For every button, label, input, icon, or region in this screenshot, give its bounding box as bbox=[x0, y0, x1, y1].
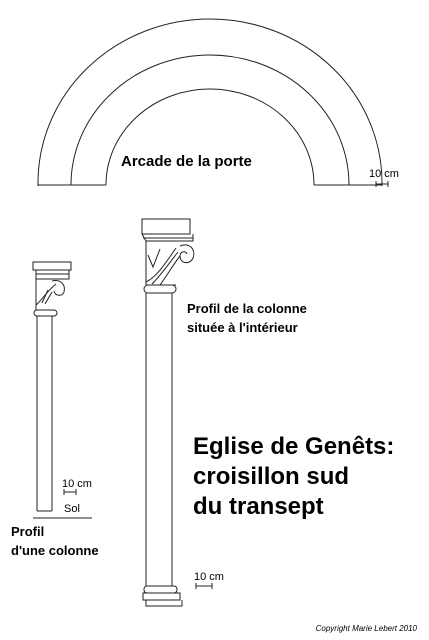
small-column-scale-label: 10 cm bbox=[62, 478, 92, 490]
interior-column-label-line2: située à l'intérieur bbox=[187, 320, 298, 335]
small-column-scale-bar bbox=[63, 489, 77, 495]
title-line-1: Eglise de Genêts: bbox=[193, 433, 395, 460]
floor-label: Sol bbox=[64, 503, 80, 515]
title-line-3: du transept bbox=[193, 493, 324, 520]
large-column-scale-bar bbox=[195, 583, 213, 589]
large-column-profile bbox=[141, 218, 195, 607]
title-line-2: croisillon sud bbox=[193, 463, 350, 490]
arcade-scale-label: 10 cm bbox=[369, 168, 399, 180]
small-column-label-line1: Profil bbox=[11, 524, 45, 539]
small-column-profile bbox=[32, 261, 92, 519]
small-column-label-line2: d'une colonne bbox=[11, 543, 99, 558]
arcade-scale-bar bbox=[375, 181, 389, 187]
interior-column-label-line1: Profil de la colonne bbox=[187, 301, 307, 316]
arcade-inner-arch bbox=[105, 88, 315, 186]
copyright-notice: Copyright Marie Lebert 2010 bbox=[315, 624, 417, 633]
arcade-label: Arcade de la porte bbox=[121, 153, 252, 170]
arcade-outer-arch bbox=[37, 18, 383, 184]
large-column-scale-label: 10 cm bbox=[194, 571, 224, 583]
diagram-title: Eglise de Genêts: croisillon sud du tran… bbox=[193, 432, 394, 522]
arcade-middle-arch bbox=[70, 54, 350, 186]
